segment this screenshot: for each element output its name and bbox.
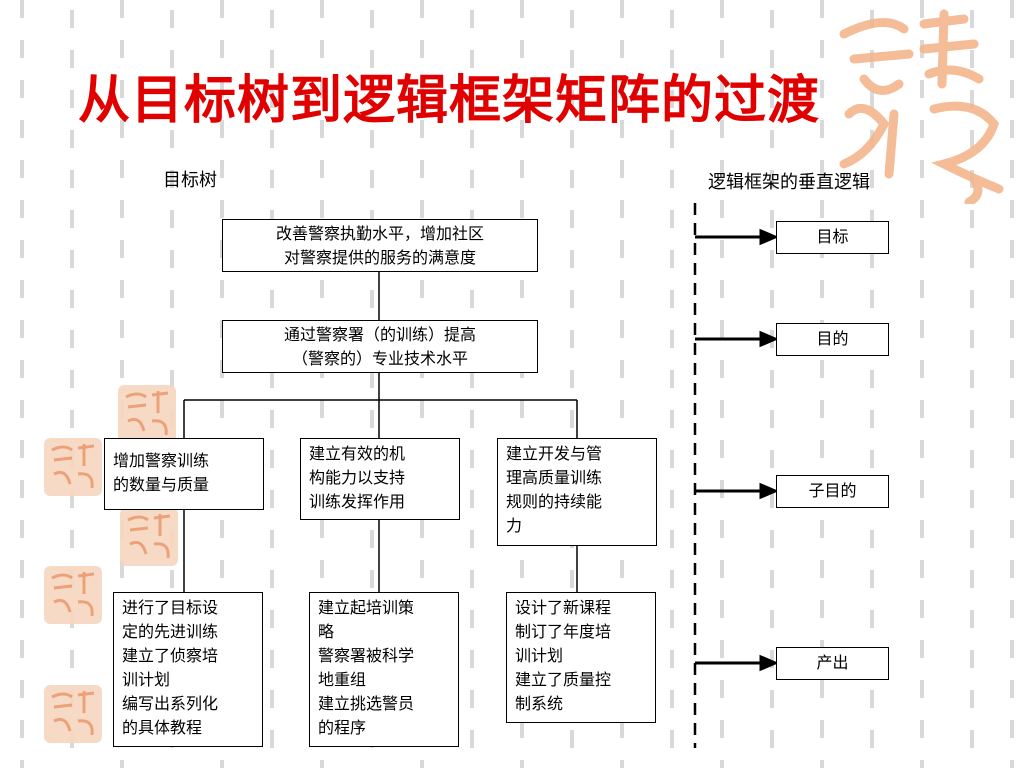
output-box-3: 设计了新课程 制订了年度培 训计划 建立了质量控 制系统 — [506, 592, 656, 723]
purpose-box: 通过警察署（的训练）提高 （警察的）专业技术水平 — [222, 320, 538, 373]
output-box-1: 进行了目标设 定的先进训练 建立了侦察培 训计划 编写出系列化 的具体教程 — [113, 592, 263, 747]
calligraphy-seal-decoration — [839, 9, 1004, 204]
goal-box: 改善警察执勤水平，增加社区 对警察提供的服务的满意度 — [222, 219, 538, 272]
level-box-output: 产出 — [776, 647, 889, 680]
sub-purpose-box-2: 建立有效的机 构能力以支持 训练发挥作用 — [300, 438, 460, 520]
sub-purpose-box-1: 增加警察训练 的数量与质量 — [104, 438, 264, 510]
vertical-logic-label: 逻辑框架的垂直逻辑 — [708, 172, 870, 193]
calligraphy-seal-decoration — [44, 566, 102, 624]
calligraphy-seal-decoration — [44, 438, 102, 496]
output-box-2: 建立起培训策 略 警察署被科学 地重组 建立挑选警员 的程序 — [309, 592, 459, 747]
calligraphy-seal-decoration — [44, 685, 102, 743]
level-box-goal: 目标 — [776, 221, 889, 254]
level-box-sub-purpose: 子目的 — [776, 475, 889, 508]
slide-title: 从目标树到逻辑框架矩阵的过渡 — [78, 71, 821, 131]
calligraphy-seal-decoration — [120, 508, 178, 566]
level-box-purpose: 目的 — [776, 323, 889, 356]
objective-tree-label: 目标树 — [163, 170, 217, 191]
sub-purpose-box-3: 建立开发与管 理高质量训练 规则的持续能 力 — [497, 438, 657, 546]
calligraphy-seal-decoration — [118, 385, 176, 443]
